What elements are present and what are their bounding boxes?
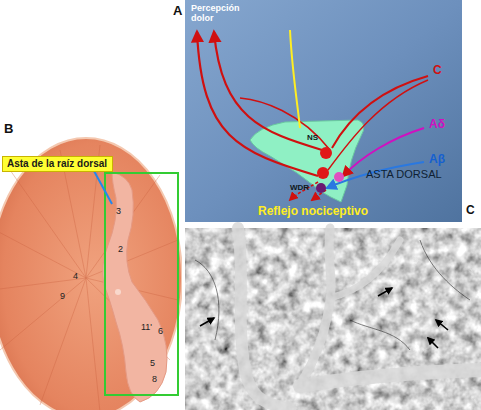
region-label: ASTA DORSAL <box>366 168 442 181</box>
reflex-label: Reflejo nociceptivo <box>258 205 368 219</box>
callout-number: 4 <box>73 271 78 281</box>
callout-number: 9 <box>60 291 65 301</box>
callout-number: 6 <box>158 326 163 336</box>
panel-b-histology <box>0 138 182 410</box>
leader-line <box>94 171 112 204</box>
callout-number: 3 <box>116 206 121 216</box>
pathway-label: Percepción dolor <box>191 3 247 24</box>
panel-letter: C <box>466 204 475 218</box>
callout-number: 11' <box>141 322 152 332</box>
panel-letter: B <box>4 122 13 137</box>
zoom-frame <box>105 173 178 395</box>
panel-letter: A <box>173 4 182 19</box>
fiber-label: Aβ <box>429 153 445 167</box>
callout-number: 5 <box>150 358 155 368</box>
fiber-label: Aδ <box>429 118 445 132</box>
panel-a-schema <box>185 0 462 222</box>
callout-number: 8 <box>152 374 157 384</box>
callout-box: Asta de la raíz dorsal <box>2 156 113 172</box>
box-text: Asta de la raíz dorsal <box>7 158 108 170</box>
panel-c-micrograph <box>185 228 481 410</box>
fiber-label: C <box>433 64 442 78</box>
neuron-label: NS <box>307 133 318 142</box>
callout-number: 2 <box>118 244 123 254</box>
neuron-label: WDR <box>290 183 309 192</box>
